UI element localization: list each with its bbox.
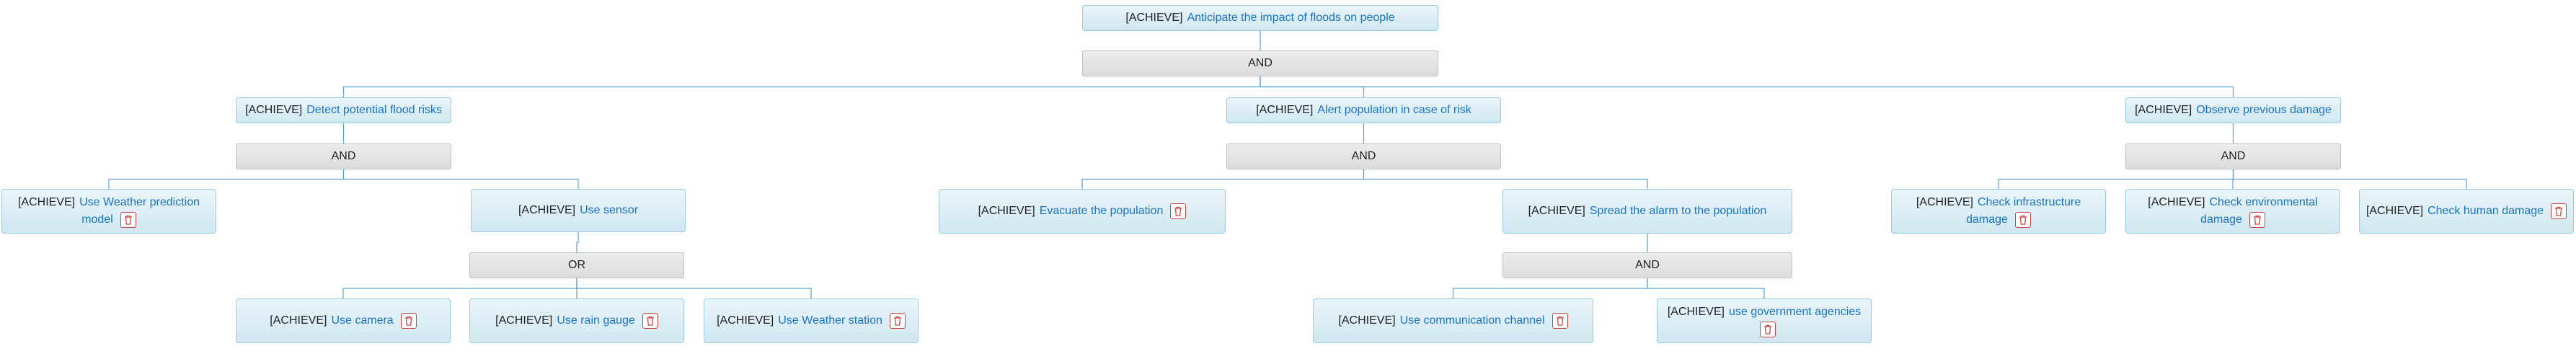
- goal-tag: [ACHIEVE]: [495, 314, 553, 327]
- operator-and[interactable]: AND: [1226, 143, 1501, 169]
- operator-and[interactable]: AND: [236, 143, 451, 169]
- connector-line: [1647, 278, 1765, 298]
- goal-label[interactable]: Anticipate the impact of floods on peopl…: [1187, 12, 1395, 24]
- goal-node-infrastructure-damage[interactable]: [ACHIEVE]Check infrastructure damage: [1891, 189, 2106, 234]
- goal-node-use-rain-gauge[interactable]: [ACHIEVE] Use rain gauge: [469, 298, 684, 343]
- delete-icon[interactable]: [2249, 211, 2265, 228]
- operator-and[interactable]: AND: [2125, 143, 2341, 169]
- goal-tag: [ACHIEVE]: [1338, 314, 1396, 327]
- connector-line: [1260, 76, 2234, 97]
- goal-node-evacuate[interactable]: [ACHIEVE] Evacuate the population: [939, 189, 1226, 234]
- connector-line: [576, 278, 812, 298]
- goal-label[interactable]: Detect potential flood risks: [306, 104, 442, 116]
- goal-node-detect-flood-risks[interactable]: [ACHIEVE]Detect potential flood risks: [236, 97, 451, 123]
- delete-icon[interactable]: [2014, 211, 2031, 228]
- goal-label[interactable]: Use communication channel: [1399, 314, 1545, 327]
- goal-tag: [ACHIEVE]: [1256, 104, 1314, 116]
- connector-line: [1998, 169, 2234, 189]
- connector-line: [342, 76, 1261, 97]
- connector-line: [2232, 169, 2467, 189]
- delete-icon[interactable]: [400, 312, 417, 329]
- delete-icon[interactable]: [889, 312, 906, 329]
- goal-label[interactable]: Use Weather station: [778, 314, 882, 327]
- goal-node-communication-channel[interactable]: [ACHIEVE]Use communication channel: [1313, 298, 1593, 343]
- goal-node-use-weather-station[interactable]: [ACHIEVE] Use Weather station: [704, 298, 919, 343]
- goal-node-human-damage[interactable]: [ACHIEVE]Check human damage: [2359, 189, 2574, 234]
- goal-label[interactable]: Check environmental damage: [2200, 196, 2318, 226]
- goal-node-observe-damage[interactable]: [ACHIEVE] Observe previous damage: [2125, 97, 2341, 123]
- goal-tag: [ACHIEVE]: [245, 104, 303, 116]
- goal-label[interactable]: use government agencies: [1728, 306, 1862, 318]
- goal-node-root[interactable]: [ACHIEVE] Anticipate the impact of floods…: [1082, 5, 1438, 31]
- delete-icon[interactable]: [642, 312, 658, 329]
- connector-line: [1452, 278, 1648, 298]
- goal-tag: [ACHIEVE]: [1916, 196, 1973, 208]
- goal-label[interactable]: Use Weather prediction model: [79, 196, 200, 226]
- operator-or[interactable]: OR: [469, 252, 684, 278]
- connector-line: [342, 169, 579, 189]
- goal-tag: [ACHIEVE]: [17, 196, 76, 208]
- delete-icon[interactable]: [120, 211, 136, 228]
- goal-node-use-sensor[interactable]: [ACHIEVE] Use sensor: [471, 189, 686, 232]
- goal-tag: [ACHIEVE]: [717, 314, 774, 327]
- goal-tag: [ACHIEVE]: [978, 205, 1035, 217]
- delete-icon[interactable]: [2551, 203, 2567, 219]
- delete-icon[interactable]: [1170, 203, 1187, 219]
- goal-node-government-agencies[interactable]: [ACHIEVE]use government agencies: [1657, 298, 1872, 343]
- goal-node-weather-prediction[interactable]: [ACHIEVE]Use Weather prediction model: [1, 189, 216, 234]
- goal-label[interactable]: Check human damage: [2427, 205, 2544, 217]
- goal-label[interactable]: Observe previous damage: [2196, 104, 2332, 116]
- delete-icon[interactable]: [1760, 321, 1776, 337]
- goal-tag: [ACHIEVE]: [2148, 196, 2205, 208]
- delete-icon[interactable]: [1552, 312, 1568, 329]
- goal-node-environmental-damage[interactable]: [ACHIEVE]Check environmental damage: [2125, 189, 2340, 234]
- connector-line: [1363, 169, 1648, 189]
- goal-node-spread-alarm[interactable]: [ACHIEVE] Spread the alarm to the populat…: [1502, 189, 1792, 234]
- goal-tag: [ACHIEVE]: [2365, 205, 2424, 217]
- goal-label[interactable]: Check infrastructure damage: [1966, 196, 2081, 226]
- connector-line: [1081, 169, 1365, 189]
- operator-and[interactable]: AND: [1502, 252, 1792, 278]
- connector-line: [108, 169, 345, 189]
- goal-label[interactable]: Use rain gauge: [557, 314, 635, 327]
- goal-label[interactable]: Evacuate the population: [1039, 205, 1164, 217]
- goal-label[interactable]: Alert population in case of risk: [1317, 104, 1471, 116]
- goal-node-alert-population[interactable]: [ACHIEVE]Alert population in case of ris…: [1226, 97, 1501, 123]
- goal-tag: [ACHIEVE]: [1528, 205, 1585, 217]
- goal-tag: [ACHIEVE]: [1667, 306, 1725, 318]
- connector-line: [342, 278, 577, 298]
- goal-tag: [ACHIEVE]: [270, 314, 327, 327]
- operator-and[interactable]: AND: [1082, 50, 1438, 76]
- goal-tag: [ACHIEVE]: [1125, 12, 1183, 24]
- connector-line: [576, 232, 579, 252]
- goal-tag: [ACHIEVE]: [518, 204, 576, 216]
- goal-node-use-camera[interactable]: [ACHIEVE] Use camera: [236, 298, 451, 343]
- goal-label[interactable]: Spread the alarm to the population: [1589, 205, 1767, 217]
- goal-label[interactable]: Use sensor: [580, 204, 639, 216]
- goal-label[interactable]: Use camera: [331, 314, 394, 327]
- goal-tag: [ACHIEVE]: [2135, 104, 2192, 116]
